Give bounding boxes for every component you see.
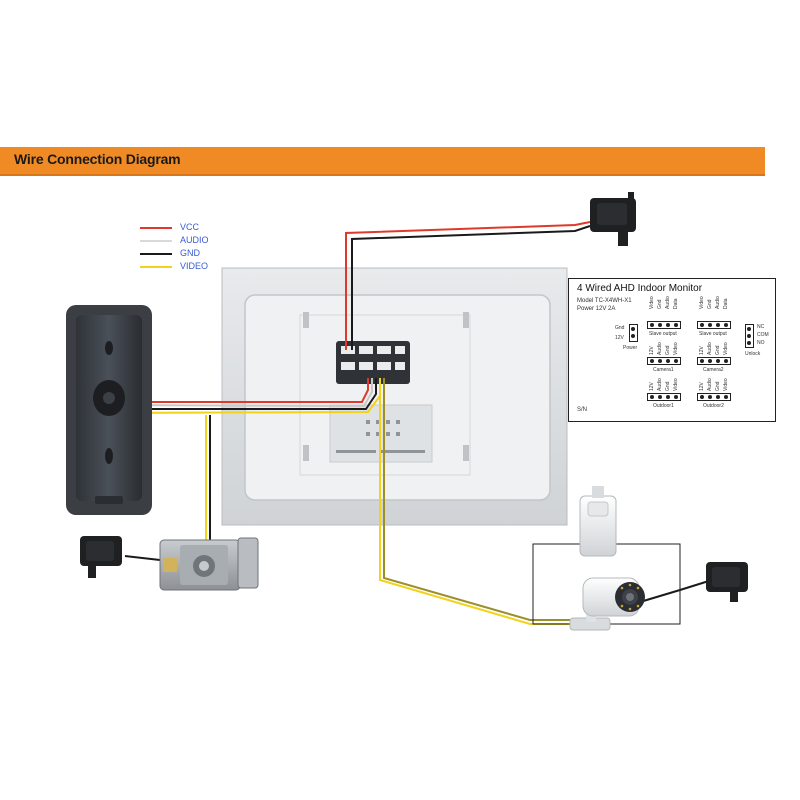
power-adapter-lock: [80, 536, 122, 578]
camera2-pin-audio: Audio: [707, 342, 713, 355]
outdoor1-pin-gnd: Gnd: [665, 381, 671, 391]
camera1-pin-gnd: Gnd: [665, 345, 671, 355]
spec-power: Power 12V 2A: [577, 306, 616, 312]
outdoor1-connector: [647, 393, 681, 401]
legend-label-vcc: VCC: [180, 222, 200, 232]
vcc-wire-swatch: [140, 227, 172, 229]
outdoor1-pin-video: Video: [673, 378, 679, 391]
camera1-pin-12v: 12V: [649, 346, 655, 355]
camera1-connector: [647, 357, 681, 365]
camera2-pin-gnd: Gnd: [715, 345, 721, 355]
outdoor2-pin-video: Video: [723, 378, 729, 391]
legend-label-video: VIDEO: [180, 261, 209, 271]
monitor-spec-sheet: 4 Wired AHD Indoor Monitor Model TC-X4WH…: [568, 278, 776, 422]
outdoor2-pin-audio: Audio: [707, 378, 713, 391]
slave2-pin-audio: Audio: [715, 296, 721, 309]
outdoor2-pin-gnd: Gnd: [715, 381, 721, 391]
outdoor1-pin-12v: 12V: [649, 382, 655, 391]
slave1-pin-gnd: Gnd: [657, 299, 663, 309]
power-adapter-camera: [706, 562, 748, 602]
slave-output-1-connector: [647, 321, 681, 329]
pir-sensor: [579, 486, 617, 557]
slave-output-1-label: Slave output: [649, 331, 677, 337]
camera2-connector: [697, 357, 731, 365]
diagram-banner: Wire Connection Diagram: [0, 147, 765, 176]
legend-label-gnd: GND: [180, 248, 200, 258]
electric-lock: [159, 537, 259, 591]
power-connector: [629, 324, 638, 342]
unlock-pin-nc: NC: [757, 324, 765, 330]
slave1-pin-data: Data: [673, 298, 679, 309]
power-pin-12v: 12V: [615, 335, 624, 341]
power-adapter-monitor: [590, 192, 636, 246]
outdoor1-label: Outdoor1: [653, 403, 674, 409]
outdoor2-connector: [697, 393, 731, 401]
legend-label-audio: AUDIO: [180, 235, 209, 245]
gnd-wire-swatch: [140, 253, 172, 255]
slave1-pin-video: Video: [649, 296, 655, 309]
outdoor2-pin-12v: 12V: [699, 382, 705, 391]
spec-model: Model TC-X4WH-X1: [577, 298, 632, 304]
slave2-pin-video: Video: [699, 296, 705, 309]
audio-wire-swatch: [140, 240, 172, 242]
spec-title: 4 Wired AHD Indoor Monitor: [577, 283, 703, 294]
slave-output-2-connector: [697, 321, 731, 329]
outdoor1-pin-audio: Audio: [657, 378, 663, 391]
power-port-label: Power: [623, 345, 638, 351]
camera1-label: Camera1: [653, 367, 674, 373]
wire-bundle: [107, 221, 713, 625]
serial-number-label: S/N: [577, 407, 588, 413]
unlock-label: Unlock: [745, 351, 761, 357]
camera2-pin-12v: 12V: [699, 346, 705, 355]
indoor-monitor: [221, 267, 568, 526]
video-wire-swatch: [140, 266, 172, 268]
power-pin-gnd: Gnd: [615, 325, 625, 331]
slave-output-2-label: Slave output: [699, 331, 727, 337]
outdoor-doorbell-panel: [66, 305, 152, 515]
slave2-pin-gnd: Gnd: [707, 299, 713, 309]
slave2-pin-data: Data: [723, 298, 729, 309]
diagram-title: Wire Connection Diagram: [14, 151, 181, 167]
camera1-pin-audio: Audio: [657, 342, 663, 355]
camera2-label: Camera2: [703, 367, 724, 373]
camera1-pin-video: Video: [673, 342, 679, 355]
camera2-pin-video: Video: [723, 342, 729, 355]
slave1-pin-audio: Audio: [665, 296, 671, 309]
outdoor2-label: Outdoor2: [703, 403, 724, 409]
unlock-connector: [745, 324, 754, 348]
unlock-pin-com: COM: [757, 332, 769, 338]
unlock-pin-no: NO: [757, 340, 765, 346]
cctv-camera: [569, 577, 645, 631]
